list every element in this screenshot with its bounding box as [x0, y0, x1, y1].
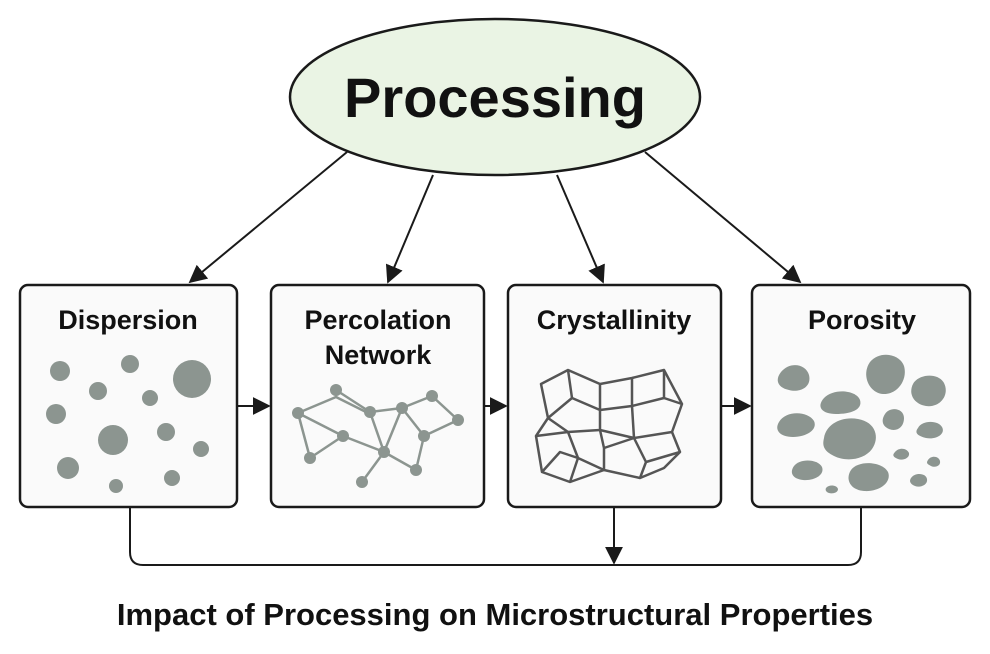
network-node — [337, 430, 349, 442]
network-node — [410, 464, 422, 476]
pore — [825, 485, 838, 494]
caption: Impact of Processing on Microstructural … — [117, 597, 873, 632]
arrow-to-crystallinity — [556, 174, 605, 284]
particle — [89, 382, 107, 400]
particle — [98, 425, 128, 455]
arrow-to-dispersion — [188, 151, 348, 284]
pore — [777, 413, 815, 437]
box-crystallinity-label: Crystallinity — [537, 305, 692, 335]
pore — [820, 391, 861, 414]
box-percolation-label-line1: Percolation — [304, 305, 451, 335]
pore — [927, 456, 941, 467]
network-node — [378, 446, 390, 458]
pore — [791, 460, 823, 481]
pore — [910, 473, 928, 487]
box-percolation-label-line2: Network — [325, 340, 433, 370]
crystallinity-grains — [534, 368, 684, 484]
processing-label: Processing — [344, 66, 646, 129]
porosity-pores — [777, 354, 946, 494]
pore — [823, 418, 876, 460]
box-dispersion — [18, 283, 239, 509]
network-node — [356, 476, 368, 488]
network-node — [418, 430, 430, 442]
box-dispersion-label: Dispersion — [58, 305, 198, 335]
network-node — [304, 452, 316, 464]
particle — [121, 355, 139, 373]
box-percolation — [269, 283, 486, 509]
percolation-network — [292, 384, 464, 488]
pore — [866, 354, 905, 395]
network-node — [452, 414, 464, 426]
particle — [46, 404, 66, 424]
particle — [142, 390, 158, 406]
processing-node — [288, 17, 702, 177]
network-node — [364, 406, 376, 418]
grain-outline — [534, 368, 684, 484]
particle — [173, 360, 211, 398]
network-node — [426, 390, 438, 402]
bottom-connector — [129, 507, 862, 566]
particle — [57, 457, 79, 479]
pore — [848, 463, 889, 492]
pore — [893, 448, 910, 460]
arrow-to-percolation — [385, 174, 434, 284]
network-node — [292, 407, 304, 419]
pore — [777, 365, 810, 391]
particle — [157, 423, 175, 441]
particle — [50, 361, 70, 381]
network-node — [396, 402, 408, 414]
network-node — [330, 384, 342, 396]
particle — [193, 441, 209, 457]
dispersion-particles — [46, 355, 211, 493]
pore — [882, 409, 904, 430]
particle — [164, 470, 180, 486]
pore — [911, 375, 946, 407]
pore — [916, 421, 943, 439]
particle — [109, 479, 123, 493]
box-porosity-label: Porosity — [808, 305, 916, 335]
arrow-to-porosity — [644, 151, 802, 284]
